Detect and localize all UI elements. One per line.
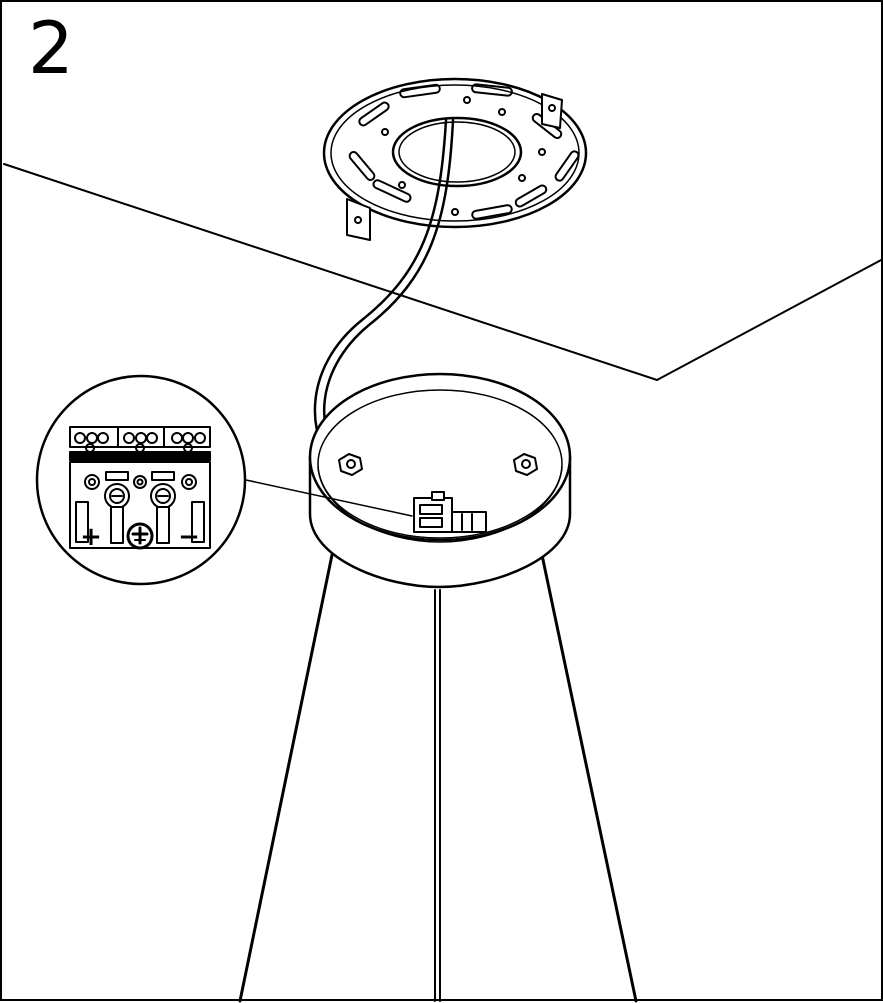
terminal-block-icon: + − bbox=[35, 374, 247, 586]
terminal-screw-plus bbox=[104, 471, 130, 544]
ceiling-lines bbox=[3, 163, 883, 381]
canopy-cup-icon bbox=[308, 372, 572, 589]
terminal-minus-label: − bbox=[178, 522, 200, 552]
suspension-cables bbox=[238, 553, 638, 1003]
terminal-screw-minus bbox=[150, 471, 176, 544]
canopy-nut-left bbox=[338, 453, 363, 476]
callout-leader bbox=[245, 479, 413, 517]
connector-block bbox=[413, 491, 487, 533]
ground-screw-icon bbox=[126, 522, 154, 550]
mounting-plate-icon bbox=[322, 77, 588, 241]
canopy-nut-right bbox=[513, 453, 538, 476]
terminal-plus-label: + bbox=[80, 522, 102, 552]
step-number: 2 bbox=[28, 6, 74, 90]
